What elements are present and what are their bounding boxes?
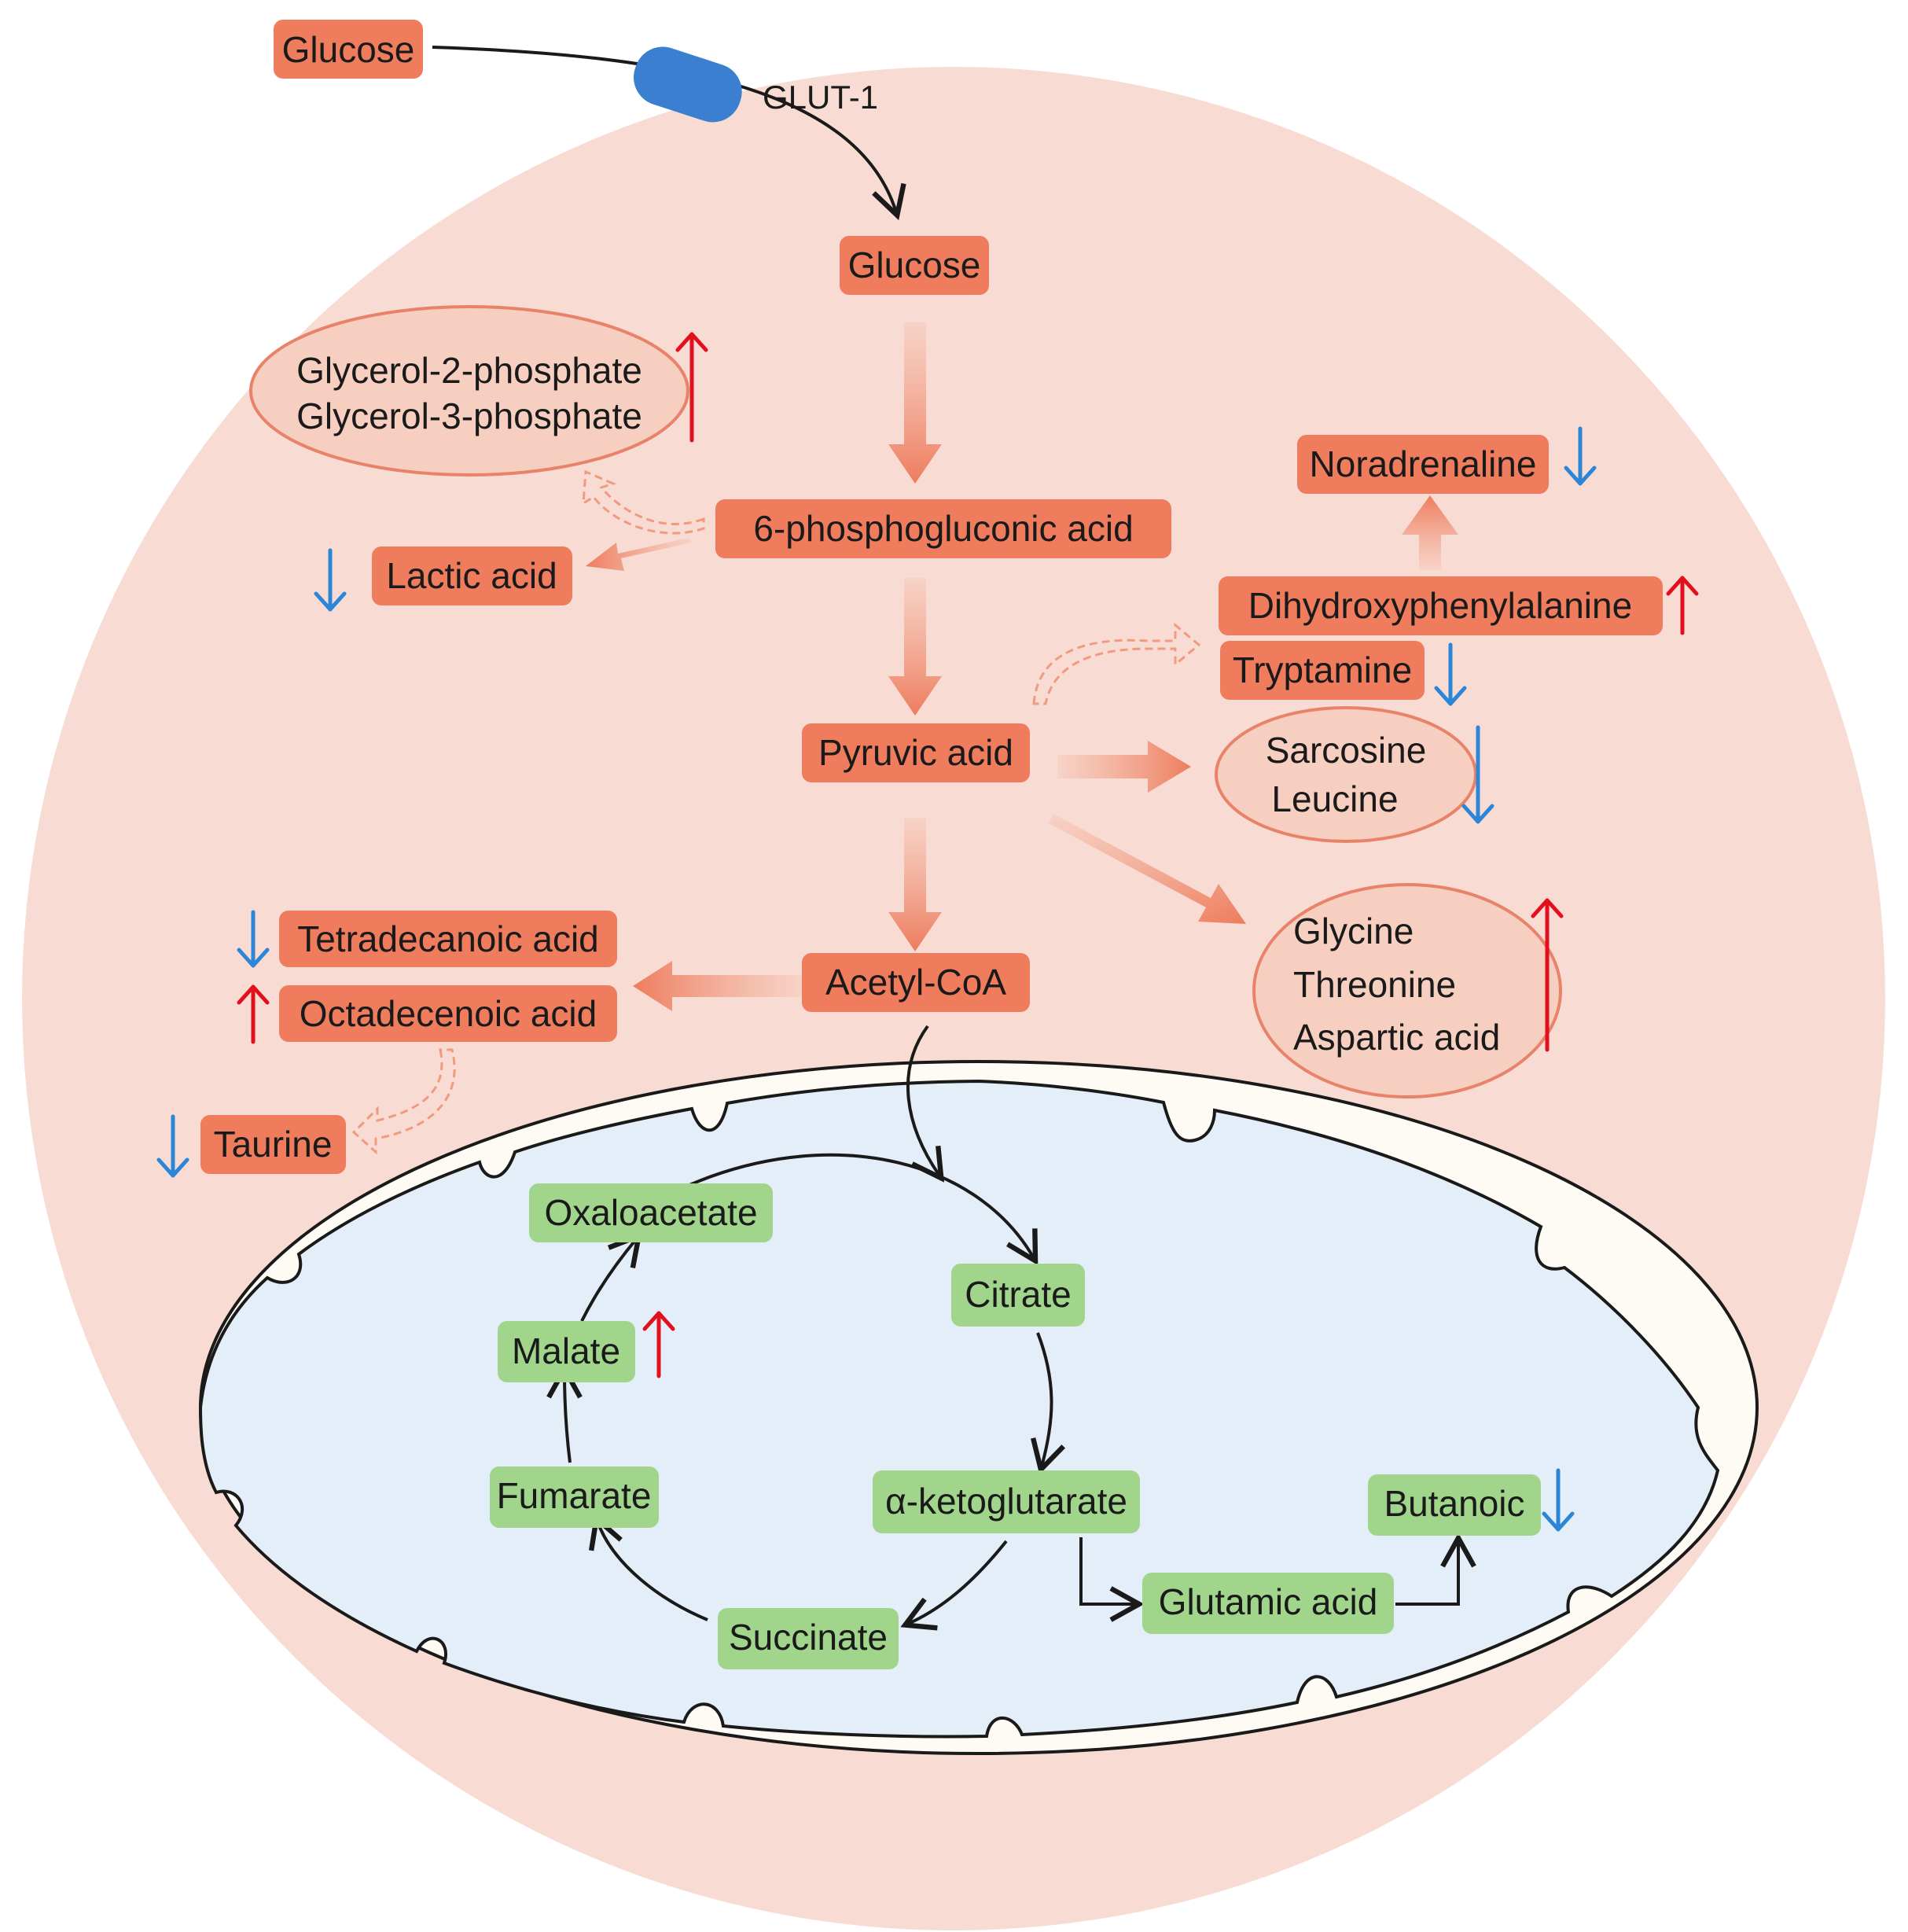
dihydroxyphenylalanine-label: Dihydroxyphenylalanine (1248, 585, 1632, 626)
down-arrow-noradrenaline (1564, 426, 1597, 486)
mitochondrial-metabolites: Oxaloacetate Citrate Malate Fumarate α-k… (490, 1183, 1541, 1669)
down-arrow-tetradecanoic-acid (237, 910, 270, 968)
down-arrow-tryptamine (1434, 642, 1467, 706)
tetradecanoic-acid-box (279, 911, 617, 967)
malate-label: Malate (512, 1330, 620, 1371)
flow-arrows (351, 322, 1458, 1155)
down-arrow-lactic-acid (314, 548, 347, 612)
arrow-acetylcoa-to-fatty-acids (633, 961, 802, 1011)
sarcosine-leucine-ellipse (1215, 706, 1477, 843)
butanoic-label: Butanoic (1384, 1483, 1524, 1524)
lactic-acid-box (372, 546, 572, 605)
oxaloacetate-box (529, 1183, 773, 1242)
dashed-arrow-octadecenoic-to-taurine (351, 1048, 456, 1155)
arrow-6pg-to-pyruvic (888, 578, 942, 716)
malate-box (498, 1321, 635, 1382)
tryptamine-label: Tryptamine (1233, 650, 1412, 690)
octadecenoic-acid-box (279, 985, 617, 1042)
glutamic-acid-box (1142, 1573, 1394, 1634)
up-arrow-glycerol-phosphates (675, 332, 708, 443)
tryptamine-box (1220, 641, 1425, 700)
glutamic-acid-label: Glutamic acid (1159, 1581, 1378, 1622)
alpha-ketoglutarate-label: α-ketoglutarate (885, 1481, 1127, 1522)
fumarate-label: Fumarate (497, 1475, 652, 1516)
succinate-label: Succinate (729, 1617, 888, 1658)
up-arrow-dihydroxyphenylalanine (1666, 576, 1699, 635)
dashed-arrow-6pg-to-glycerol (582, 469, 705, 535)
arrow-pyruvic-to-acetylcoa (888, 818, 942, 951)
sarcosine-label: Sarcosine (1266, 730, 1427, 771)
dihydroxyphenylalanine-box (1219, 576, 1663, 635)
leucine-label: Leucine (1271, 778, 1398, 819)
arrow-dopa-to-noradrenaline (1402, 495, 1458, 570)
glycine-threonine-aspartic-ellipse (1252, 883, 1562, 1098)
citrate-label: Citrate (965, 1274, 1071, 1315)
arrow-oxaloacetate-to-citrate (683, 1153, 1039, 1266)
glucose-outside-label: Glucose (282, 29, 415, 70)
alpha-ketoglutarate-box (873, 1470, 1140, 1533)
up-arrow-malate (642, 1311, 675, 1378)
down-arrow-sarcosine-leucine (1461, 725, 1494, 824)
glycine-label: Glycine (1293, 911, 1414, 951)
arrow-citrate-to-akg (1031, 1332, 1066, 1475)
arrow-6pg-to-lactic (586, 538, 692, 571)
acetyl-coa-box (802, 953, 1030, 1012)
taurine-box (200, 1115, 346, 1174)
mitochondrion (198, 1060, 1759, 1755)
regulation-indicators (156, 332, 1699, 1532)
lactic-acid-label: Lactic acid (386, 555, 557, 596)
glut1-label: GLUT-1 (763, 79, 878, 116)
arrow-succinate-to-fumarate (589, 1514, 708, 1621)
glut1-transporter (634, 46, 742, 123)
aspartic-acid-label: Aspartic acid (1293, 1017, 1500, 1058)
glycerol-2-phosphate-label: Glycerol-2-phosphate (296, 350, 642, 391)
noradrenaline-label: Noradrenaline (1310, 443, 1537, 484)
arrow-akg-to-glutamic (1079, 1537, 1145, 1622)
arrow-glutamic-to-butanoic (1395, 1533, 1476, 1606)
glycerol-3-phosphate-label: Glycerol-3-phosphate (296, 396, 642, 436)
acetyl-coa-label: Acetyl-CoA (825, 962, 1006, 1003)
glucose-inside-box (840, 236, 989, 295)
fumarate-box (490, 1466, 659, 1528)
taurine-label: Taurine (214, 1124, 333, 1165)
up-arrow-octadecenoic-acid (237, 984, 270, 1044)
glucose-outside-box (274, 20, 423, 79)
butanoic-box (1368, 1474, 1541, 1536)
down-arrow-taurine (156, 1114, 189, 1178)
phosphogluconic-acid-label: 6-phosphogluconic acid (753, 508, 1133, 549)
arrow-pyruvic-to-glycine (1049, 814, 1246, 924)
octadecenoic-acid-label: Octadecenoic acid (300, 993, 597, 1034)
cytosol-metabolites: Glucose Glucose Glycerol-2-phosphate Gly… (200, 20, 1663, 1174)
up-arrow-glycine-threonine-aspartic (1531, 898, 1564, 1052)
down-arrow-butanoic (1542, 1468, 1575, 1532)
tca-cycle-arrows (546, 1025, 1476, 1631)
threonine-label: Threonine (1293, 964, 1456, 1005)
arrow-glucose-to-6pg (888, 322, 942, 484)
arrow-acetylcoa-into-mito (906, 1025, 945, 1183)
arrow-pyruvic-to-sarcosine (1057, 741, 1191, 793)
arrow-akg-to-succinate (900, 1540, 1008, 1631)
arrow-malate-to-oxaloacetate (580, 1231, 642, 1322)
pyruvic-acid-label: Pyruvic acid (818, 732, 1013, 773)
succinate-box (718, 1608, 899, 1669)
glycerol-phosphates-ellipse (249, 305, 689, 477)
noradrenaline-box (1297, 435, 1549, 494)
glucose-inside-label: Glucose (848, 245, 981, 285)
dashed-arrow-pyruvic-to-dopa (1032, 622, 1201, 705)
pyruvic-acid-box (802, 723, 1030, 782)
phosphogluconic-acid-box (715, 499, 1171, 558)
tetradecanoic-acid-label: Tetradecanoic acid (297, 918, 599, 959)
oxaloacetate-label: Oxaloacetate (544, 1192, 757, 1233)
citrate-box (951, 1264, 1085, 1327)
